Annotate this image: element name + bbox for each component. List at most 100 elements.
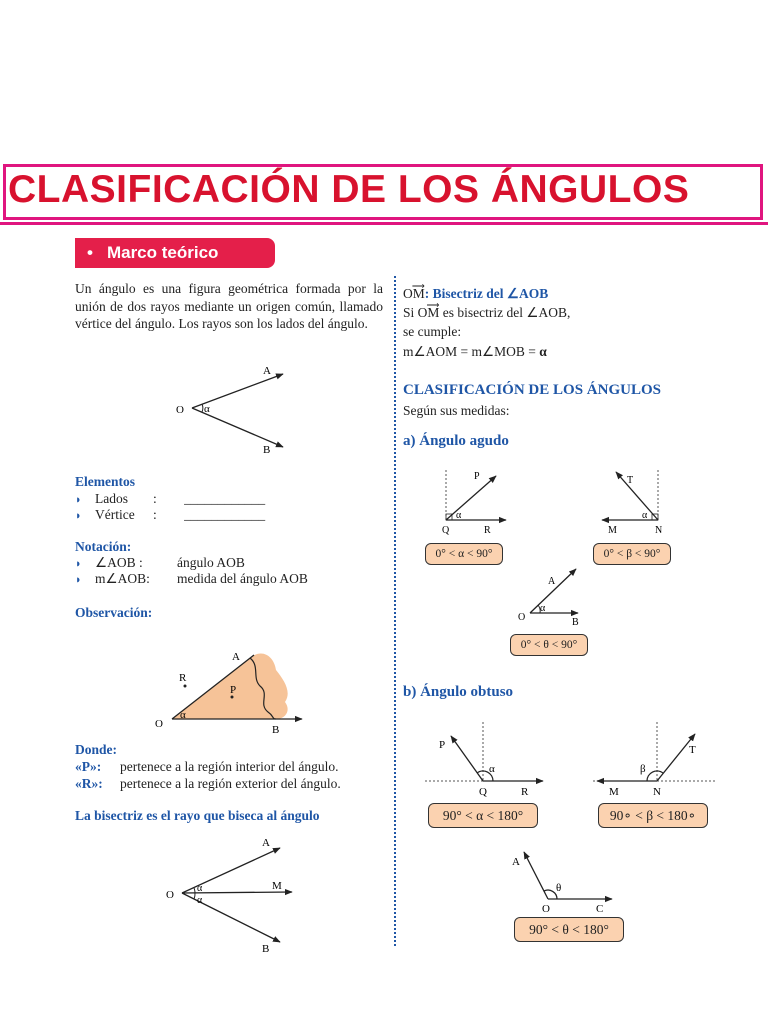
donde-key: «P»: [75,759,102,774]
clasificacion-heading: CLASIFICACIÓN DE LOS ÁNGULOS [403,382,661,398]
title-frame [3,164,763,220]
donde-text: pertenece a la región exterior del ángul… [120,776,341,791]
angle-arc-bottom [193,892,196,900]
section-tag-marco: • Marco teórico [75,238,275,268]
notation-symbol: ∠AOB : [95,555,143,570]
si-rest: es bisectriz del ∠AOB, [442,305,571,320]
item-label: Lados [95,491,129,506]
acute-beta-diagram: T α M N [601,470,662,536]
notacion-item: ◗ ∠AOB : ángulo AOB [75,554,245,573]
boundary-curve [249,657,277,720]
bullet-icon: ◗ [75,510,82,522]
notacion-item: ◗ m∠AOB: medida del ángulo AOB [75,570,308,589]
ray-nt [615,471,659,521]
label-alpha: α [489,763,495,775]
formula-agudo-beta: 0° < β < 90° [593,543,671,565]
label-r: R [484,525,491,536]
bisectriz-title: ⟶OM: Bisectriz del ∠AOB [403,281,549,302]
obtuso-heading: b) Ángulo obtuso [403,684,514,700]
label-alpha-bottom: α [197,895,203,906]
bisector-diagram: A M B O α α [166,837,293,955]
interior-region [172,653,288,719]
label-b: B [272,724,279,736]
obtuse-theta-diagram: A θ O C [512,851,613,915]
label-o: O [166,889,174,901]
label-alpha: α [642,510,648,521]
notation-meaning: ángulo AOB [177,555,245,570]
region-diagram: R P A O α B [155,651,303,736]
label-r: R [179,672,187,684]
ray-oa [529,568,577,614]
ray-ob [191,407,284,448]
section-tag-label: Marco teórico [106,243,219,262]
bisectriz-si-line: Si ⟶OM es bisectriz del ∠AOB, [403,300,571,321]
angle-arc [201,403,204,413]
item-sep: : [153,491,157,506]
ray-ob [181,892,281,943]
agudo-heading: a) Ángulo agudo [403,433,509,449]
title-underline [0,222,768,225]
label-theta: θ [556,882,561,894]
label-p: P [474,471,480,482]
segun-text: Según sus medidas: [403,403,510,418]
bisector-equation: m∠AOM = m∠MOB = α [403,343,547,360]
label-a: A [263,365,271,377]
acute-theta-diagram: A α O B [518,568,579,628]
label-o: O [518,612,525,623]
angle-arc-top [193,887,196,894]
label-o: O [155,718,163,730]
label-alpha: α [456,510,462,521]
donde-key: «R»: [75,776,103,791]
om-vector: ⟶OM [417,300,440,321]
intro-paragraph: Un ángulo es una figura geométrica forma… [75,281,383,331]
si-word: Si [403,305,415,320]
bullet-icon: • [87,243,93,262]
label-alpha: α [180,709,186,721]
vector-arrow-icon: ⟶ [426,300,440,310]
om-label: OM [417,305,440,320]
label-b: B [262,943,269,955]
blank-line: ____________ [184,507,266,522]
notation-symbol: m∠AOB: [95,571,150,586]
label-q: Q [479,786,487,798]
angle-aob-diagram: A O α B [176,365,284,456]
label-alpha-top: α [197,883,203,894]
right-angle-mark [445,513,453,521]
bisectriz-title-text: : Bisectriz del ∠AOB [424,286,549,301]
ray-qp [450,735,484,782]
item-label: Vértice [95,507,135,522]
formula-agudo-theta: 0° < θ < 90° [510,634,588,656]
bullet-icon: ◗ [75,574,82,586]
ray-oa [171,654,255,720]
bisectriz-note: La bisectriz es el rayo que biseca al án… [75,808,320,823]
om-vector: ⟶OM [403,281,425,302]
obtuse-alpha-diagram: P α Q R [425,722,545,798]
vector-arrow-icon: ⟶ [411,281,425,291]
page-title: CLASIFICACIÓN DE LOS ÁNGULOS [8,168,690,211]
ray-nt [656,733,696,782]
label-a: A [262,837,270,849]
label-n: N [655,525,662,536]
bullet-icon: ◗ [75,558,82,570]
column-divider [394,276,396,946]
label-m: M [609,786,619,798]
ray-qp [445,475,497,521]
label-n: N [653,786,661,798]
blank-line: ____________ [184,491,266,506]
label-o: O [542,903,550,915]
donde-item-p: «P»: pertenece a la región interior del á… [75,758,339,775]
right-angle-mark [651,513,659,521]
label-p: P [439,739,445,751]
observacion-heading: Observación: [75,605,153,620]
ray-oa [181,847,281,894]
angle-arc [537,604,541,614]
formula-obtuso-beta: 90∘ < β < 180∘ [598,803,708,828]
donde-text: pertenece a la región interior del ángul… [120,759,339,774]
donde-heading: Donde: [75,742,118,757]
point-r [183,684,187,688]
notation-meaning: medida del ángulo AOB [177,571,308,586]
item-sep: : [153,507,157,522]
label-c: C [596,903,603,915]
equation-text: m∠AOM = m∠MOB = [403,344,540,359]
label-m: M [608,525,617,536]
